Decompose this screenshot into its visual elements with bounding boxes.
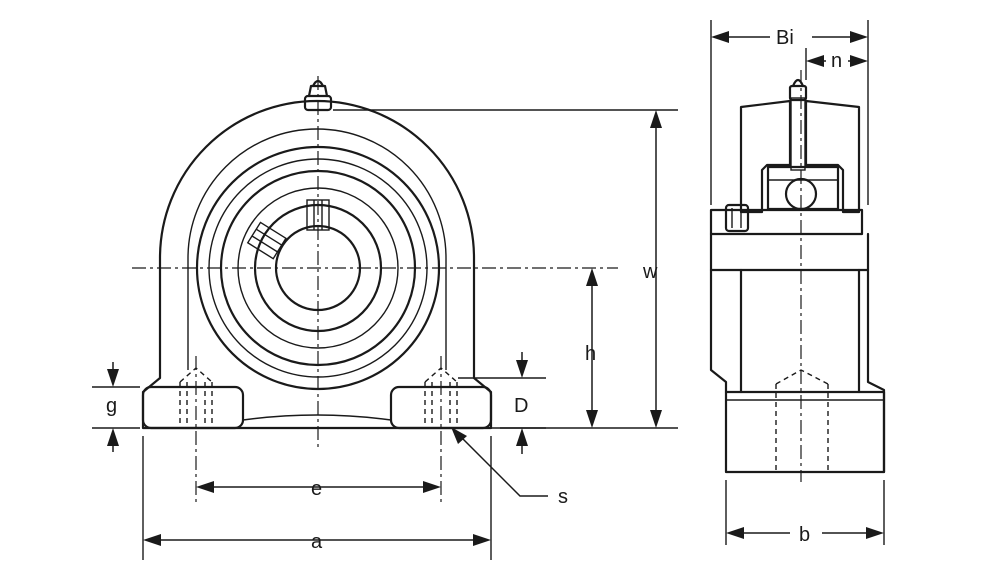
dimension-n (806, 55, 868, 67)
label-w: w (642, 261, 658, 283)
set-screw-angled (246, 221, 287, 260)
dimension-a (143, 534, 491, 546)
grease-channel (790, 97, 806, 171)
dimension-e (196, 481, 441, 493)
label-D: D (514, 395, 528, 417)
dimension-w (650, 110, 662, 428)
bearing-outer-race (766, 165, 840, 211)
side-view (709, 70, 886, 482)
label-Bi: Bi (776, 27, 794, 49)
dimension-h (586, 268, 598, 428)
housing-section-left (739, 99, 792, 214)
side-bolt-hole (775, 369, 829, 470)
left-foot (141, 385, 245, 430)
housing-section-right (804, 99, 861, 214)
leader-s (451, 427, 548, 497)
label-n: n (831, 50, 842, 72)
front-view (132, 76, 618, 505)
label-a: a (311, 531, 323, 553)
side-dimensions (710, 20, 885, 545)
dimension-g (107, 362, 119, 452)
label-s: s (558, 486, 568, 508)
label-g: g (106, 395, 117, 417)
label-h: h (585, 343, 596, 365)
housing-inner-shoulder (187, 128, 447, 370)
dimension-Bi (711, 31, 868, 43)
set-screw-side (724, 203, 750, 233)
dimension-b (726, 527, 884, 539)
label-e: e (311, 478, 322, 500)
label-b: b (799, 524, 810, 546)
base-recess (242, 414, 392, 421)
housing-outline (141, 99, 493, 430)
grease-nipple-side (788, 78, 808, 102)
side-body (709, 232, 886, 474)
side-base (724, 390, 886, 474)
front-dimensions (92, 109, 678, 560)
dimension-D (516, 352, 528, 454)
